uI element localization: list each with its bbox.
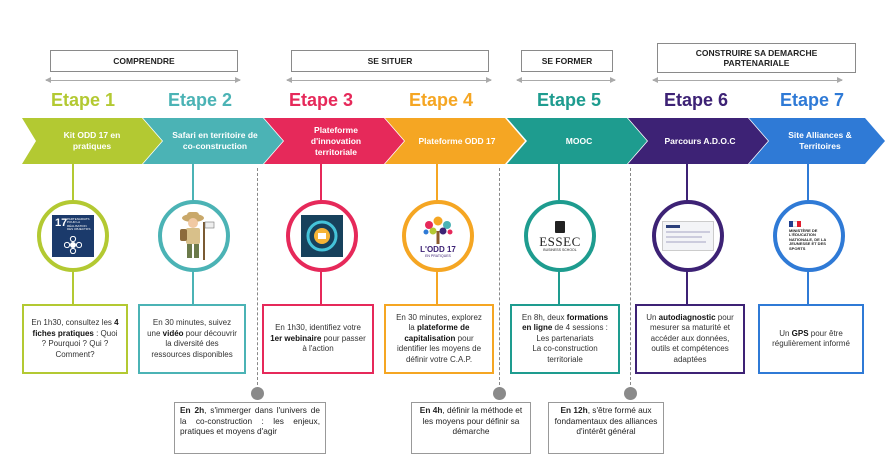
chevron-label: Plateforme d'innovation territoriale — [310, 124, 362, 157]
connector — [320, 271, 322, 305]
phase-arrow-se-situer — [286, 77, 492, 83]
note-duration: En 4h — [419, 405, 443, 415]
chevron-etape-5: MOOC — [507, 118, 647, 164]
connector — [686, 271, 688, 305]
circle-etape-4: L'ODD 17 EN PRATIQUES — [402, 200, 474, 272]
chevron-label: Site Alliances & Territoires — [788, 130, 852, 151]
chevron-etape-7: Site Alliances & Territoires — [749, 118, 885, 164]
connector — [558, 164, 560, 202]
phase-comprendre: COMPRENDRE — [50, 50, 238, 72]
note-duration: En 12h — [560, 405, 588, 415]
box-etape-1: En 1h30, consultez les 4 fiches pratique… — [22, 304, 128, 374]
etape-6-title: Etape 6 — [663, 90, 729, 110]
box-etape-5: En 8h, deux formations en ligne de 4 ses… — [510, 304, 620, 374]
box-etape-2: En 30 minutes, suivez une vidéo pour déc… — [138, 304, 246, 374]
phase-construire: CONSTRUIRE SA DEMARCHE PARTENARIALE — [657, 43, 856, 73]
note-se-former: En 12h, s'être formé aux fondamentaux de… — [548, 402, 664, 454]
flower-icon — [64, 236, 82, 254]
chevron-label: Safari en territoire de co-construction — [172, 130, 258, 151]
separator-dot — [624, 387, 637, 400]
box-text: En 1h30, identifiez votre 1er webinaire … — [270, 323, 366, 354]
chevron-label: Kit ODD 17 en pratiques — [63, 130, 121, 151]
connector — [192, 164, 194, 202]
box-etape-4: En 30 minutes, explorez la plateforme de… — [384, 304, 494, 374]
chevron-etape-1: Kit ODD 17 en pratiques — [22, 118, 162, 164]
circle-etape-2 — [158, 200, 230, 272]
etape-1-title: Etape 1 — [50, 90, 116, 110]
phase-separator — [499, 168, 500, 390]
box-text: En 1h30, consultez les 4 fiches pratique… — [31, 318, 119, 359]
ministere-logo-icon — [789, 220, 801, 227]
phase-se-situer: SE SITUER — [291, 50, 489, 72]
connector — [320, 164, 322, 202]
phase-separator — [257, 168, 258, 390]
phase-arrow-se-former — [516, 77, 616, 83]
note-text: , s'immerger dans l'univers de la co-con… — [180, 405, 321, 436]
connector — [558, 271, 560, 305]
circle-etape-1: 17 PARTENARIATS POUR LA RÉALISATION DES … — [37, 200, 109, 272]
note-text: , s'être formé aux fondamentaux des alli… — [554, 405, 658, 436]
circle-etape-3 — [286, 200, 358, 272]
connector — [436, 271, 438, 305]
note-duration: En 2h — [180, 405, 205, 415]
etape-3-title: Etape 3 — [288, 90, 354, 110]
odd17-number: 17 — [55, 217, 68, 229]
chevron-label: Parcours A.D.O.C — [664, 135, 736, 146]
box-etape-6: Un autodiagnostic pour mesurer sa maturi… — [635, 304, 745, 374]
phase-separator — [630, 168, 631, 390]
explorer-icon — [180, 212, 215, 260]
box-etape-3: En 1h30, identifiez votre 1er webinaire … — [262, 304, 374, 374]
lodd17-title: L'ODD 17 — [420, 244, 456, 254]
screen-icon — [662, 221, 714, 251]
chevron-label: MOOC — [565, 135, 593, 146]
chevron-etape-6: Parcours A.D.O.C — [628, 118, 768, 164]
connector — [807, 271, 809, 305]
odd17-book-icon: 17 PARTENARIATS POUR LA RÉALISATION DES … — [52, 215, 94, 257]
box-text: En 30 minutes, suivez une vidéo pour déc… — [147, 318, 237, 359]
essec-subtitle: BUSINESS SCHOOL — [543, 247, 577, 252]
essec-logo-icon — [555, 220, 565, 233]
circle-etape-6 — [652, 200, 724, 272]
connector — [436, 164, 438, 202]
separator-dot — [493, 387, 506, 400]
chevron-etape-3: Plateforme d'innovation territoriale — [264, 118, 404, 164]
odd17-caption: PARTENARIATS POUR LA RÉALISATION DES OBJ… — [67, 217, 91, 232]
etape-5-title: Etape 5 — [536, 90, 602, 110]
etape-4-title: Etape 4 — [408, 90, 474, 110]
phase-arrow-construire — [652, 77, 843, 83]
tree-icon — [423, 216, 453, 244]
note-text: , définir la méthode et les moyens pour … — [422, 405, 523, 436]
box-text: Un autodiagnostic pour mesurer sa maturi… — [646, 312, 734, 364]
chevron-etape-2: Safari en territoire de co-construction — [143, 118, 283, 164]
note-comprendre: En 2h, s'immerger dans l'univers de la c… — [174, 402, 326, 454]
box-etape-7: Un GPS pour être régulièrement informé — [758, 304, 864, 374]
chevron-etape-4: Plateforme ODD 17 — [385, 118, 525, 164]
separator-dot — [251, 387, 264, 400]
essec-name: ESSEC — [539, 233, 581, 249]
phase-arrow-comprendre — [45, 77, 241, 83]
note-se-situer: En 4h, définir la méthode et les moyens … — [411, 402, 531, 454]
etape-7-title: Etape 7 — [779, 90, 845, 110]
etape-2-title: Etape 2 — [167, 90, 233, 110]
connector — [807, 164, 809, 202]
phase-se-former: SE FORMER — [521, 50, 613, 72]
box-text: En 8h, deux formations en ligne de 4 ses… — [521, 312, 609, 364]
box-text: En 30 minutes, explorez la plateforme de… — [396, 312, 482, 364]
ministere-text: MINISTÈRE DE L'ÉDUCATION NATIONALE, DE L… — [789, 227, 827, 251]
connector — [686, 164, 688, 202]
box-text: Un GPS pour être régulièrement informé — [772, 328, 850, 349]
circle-etape-7: MINISTÈRE DE L'ÉDUCATION NATIONALE, DE L… — [773, 200, 845, 272]
connector — [192, 271, 194, 305]
connector — [72, 164, 74, 202]
platform-icon — [301, 215, 343, 257]
connector — [72, 271, 74, 305]
chevron-label: Plateforme ODD 17 — [418, 135, 496, 146]
circle-etape-5: ESSEC BUSINESS SCHOOL — [524, 200, 596, 272]
lodd17-subtitle: EN PRATIQUES — [425, 253, 451, 258]
